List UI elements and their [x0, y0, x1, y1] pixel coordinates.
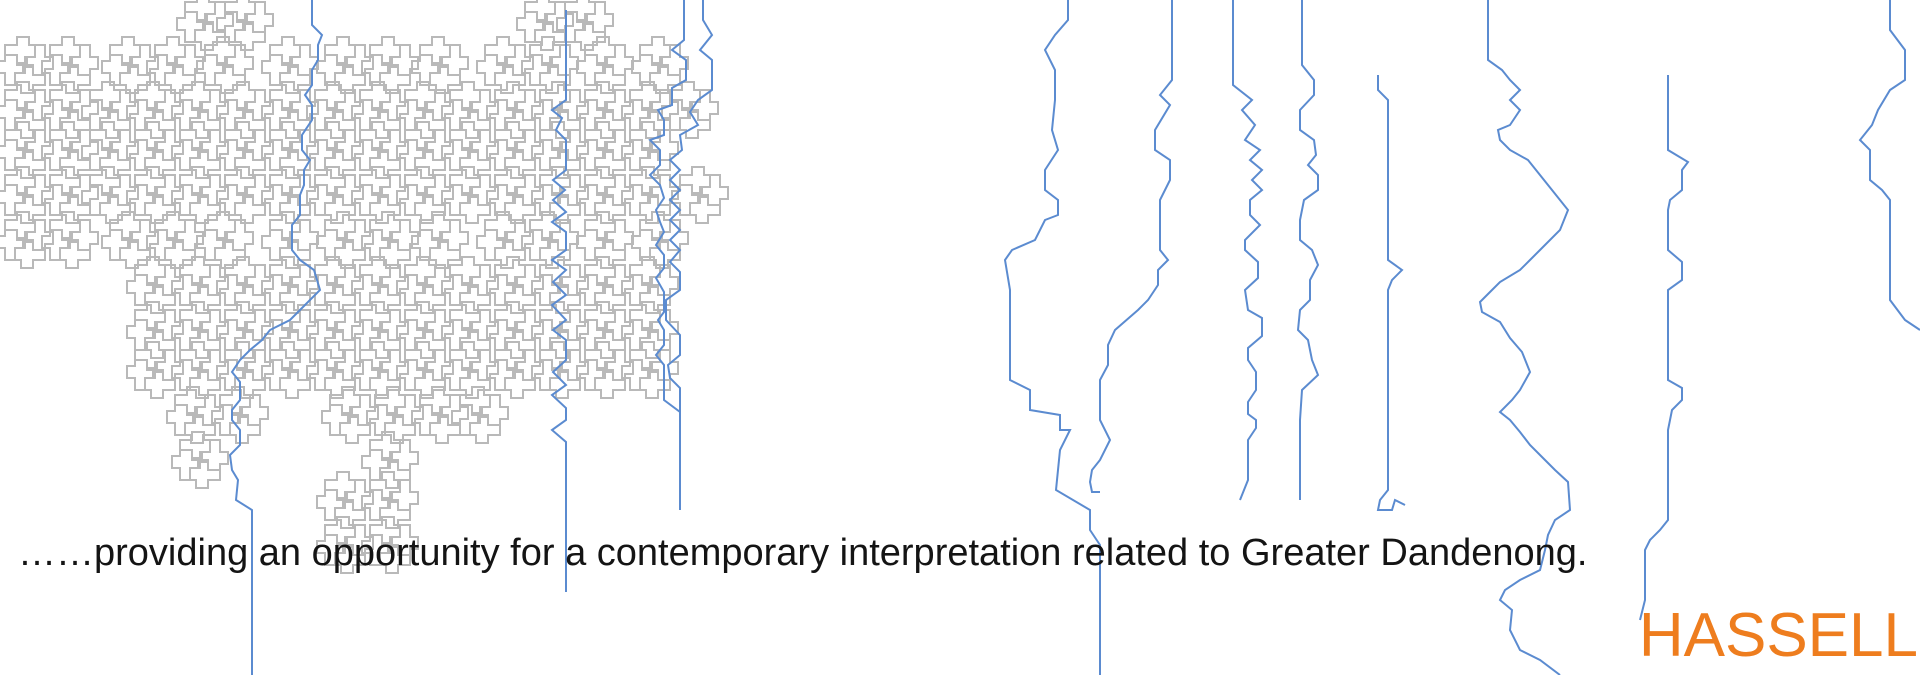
fractal-motif — [411, 211, 469, 269]
fractal-motif — [316, 36, 374, 94]
fractal-motif — [146, 211, 204, 269]
fractal-motif — [486, 256, 544, 314]
fractal-motif — [521, 36, 579, 94]
fractal-motif — [476, 36, 534, 94]
fractal-motif — [261, 341, 319, 399]
fractal-motif — [361, 471, 419, 529]
fractal-motif — [576, 341, 634, 399]
fractal-motif — [0, 166, 54, 224]
fractal-motif — [621, 256, 679, 314]
fractal-motif — [0, 211, 54, 269]
slide-caption: ……providing an opportunity for a contemp… — [18, 532, 1588, 574]
fractal-motif — [261, 256, 319, 314]
fractal-motif — [126, 256, 184, 314]
fractal-motif — [441, 166, 499, 224]
fractal-motif — [396, 256, 454, 314]
fractal-motif — [576, 211, 634, 269]
gray-fractal-pattern — [0, 0, 729, 574]
fractal-motif — [261, 166, 319, 224]
fractal-motif — [351, 121, 409, 179]
fractal-motif — [126, 121, 184, 179]
fractal-motif — [441, 121, 499, 179]
fractal-motif — [521, 211, 579, 269]
fractal-motif — [576, 121, 634, 179]
fractal-motif — [476, 211, 534, 269]
fractal-motif — [146, 36, 204, 94]
fractal-motif — [306, 121, 364, 179]
hassell-logo: HASSELL — [1638, 601, 1918, 670]
fractal-motif — [216, 256, 274, 314]
fractal-motif — [261, 36, 319, 94]
fractal-motif — [486, 121, 544, 179]
fractal-motif — [81, 121, 139, 179]
fractal-motif — [101, 211, 159, 269]
fractal-motif — [261, 121, 319, 179]
fractal-motif — [361, 211, 419, 269]
fractal-motif — [196, 211, 254, 269]
fractal-motif — [351, 166, 409, 224]
fractal-motif — [411, 36, 469, 94]
fractal-motif — [171, 121, 229, 179]
fractal-motif — [81, 166, 139, 224]
fractal-motif — [216, 166, 274, 224]
fractal-motif — [621, 121, 679, 179]
fractal-motif — [171, 256, 229, 314]
fractal-motif — [441, 341, 499, 399]
fractal-motif — [576, 256, 634, 314]
fractal-motif — [41, 36, 99, 94]
fractal-motif — [576, 36, 634, 94]
fractal-motif — [171, 166, 229, 224]
fractal-motif — [261, 211, 319, 269]
fractal-motif — [321, 386, 379, 444]
fractal-motif — [0, 36, 54, 94]
fractal-motif — [0, 121, 54, 179]
fractal-motif — [41, 211, 99, 269]
fractal-motif — [101, 36, 159, 94]
fractal-motif — [216, 121, 274, 179]
fractal-motif — [306, 166, 364, 224]
fractal-motif — [316, 471, 374, 529]
fractal-motif — [441, 256, 499, 314]
fractal-motif — [351, 256, 409, 314]
fractal-motif — [396, 121, 454, 179]
fractal-motif — [196, 36, 254, 94]
blue-fractal-lines — [228, 0, 1920, 675]
fractal-motif — [486, 341, 544, 399]
fractal-motif — [171, 431, 229, 489]
fractal-motif — [531, 121, 589, 179]
fractal-motif — [361, 36, 419, 94]
fractal-motif — [486, 166, 544, 224]
fractal-motif — [316, 211, 374, 269]
fractal-motif — [451, 386, 509, 444]
fractal-motif — [126, 341, 184, 399]
fractal-motif — [126, 166, 184, 224]
fractal-motif — [306, 256, 364, 314]
fractal-motif — [576, 166, 634, 224]
fractal-motif — [671, 166, 729, 224]
